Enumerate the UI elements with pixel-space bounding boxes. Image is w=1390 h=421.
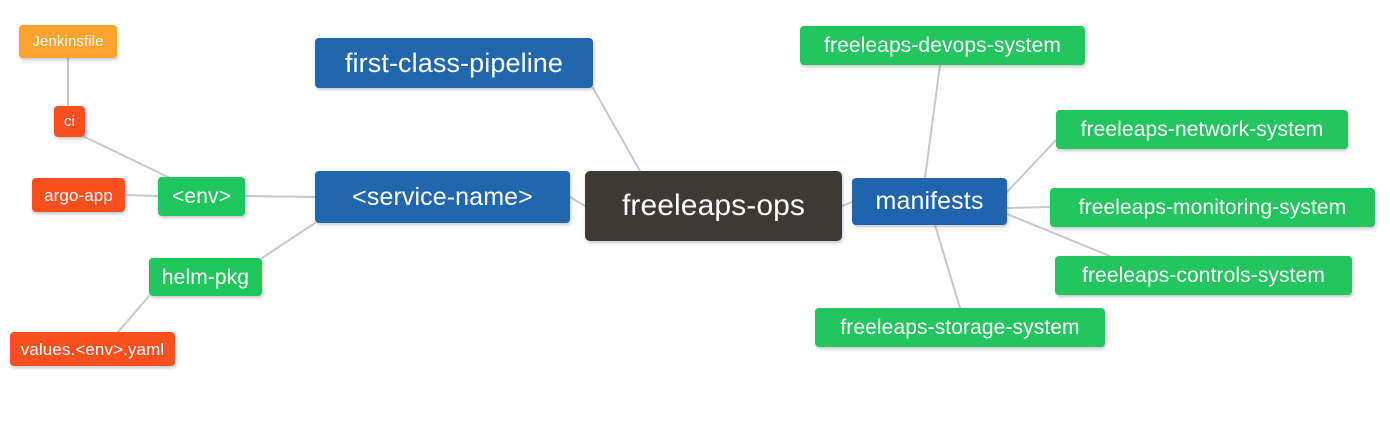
edge-service-name-to-env — [244, 195, 316, 198]
node-label: freeleaps-devops-system — [824, 34, 1061, 57]
node-freeleaps-network-system[interactable]: freeleaps-network-system — [1056, 110, 1348, 149]
node-values-env-yaml[interactable]: values.<env>.yaml — [10, 332, 175, 366]
node-label: first-class-pipeline — [344, 47, 564, 78]
edge-helm-pkg-to-values-env-yaml — [117, 295, 150, 333]
edge-env-to-ci — [84, 136, 169, 178]
edge-root-to-manifests — [841, 201, 853, 207]
node-freeleaps-monitoring-system[interactable]: freeleaps-monitoring-system — [1050, 188, 1375, 227]
node-freeleaps-devops-system[interactable]: freeleaps-devops-system — [800, 26, 1085, 65]
node-ci[interactable]: ci — [54, 106, 85, 137]
node-label: <env> — [172, 185, 231, 208]
node-label: freeleaps-monitoring-system — [1078, 196, 1347, 219]
node-freeleaps-storage-system[interactable]: freeleaps-storage-system — [815, 308, 1105, 347]
node-label: ci — [63, 113, 76, 130]
node-label: freeleaps-ops — [621, 189, 806, 222]
node-label: freeleaps-controls-system — [1082, 264, 1325, 287]
node-helm-pkg[interactable]: helm-pkg — [149, 258, 262, 296]
node-service-name[interactable]: <service-name> — [315, 171, 570, 223]
edge-root-to-first-class-pipeline — [592, 87, 641, 172]
node-label: <service-name> — [352, 182, 533, 211]
node-label: freeleaps-network-system — [1080, 118, 1324, 141]
node-label: freeleaps-storage-system — [840, 316, 1080, 339]
node-label: Jenkinsfile — [32, 33, 104, 50]
node-jenkinsfile[interactable]: Jenkinsfile — [19, 25, 117, 58]
node-first-class-pipeline[interactable]: first-class-pipeline — [315, 38, 593, 88]
node-root[interactable]: freeleaps-ops — [585, 171, 842, 241]
edge-root-to-service-name — [569, 196, 586, 207]
edge-service-name-to-helm-pkg — [261, 222, 316, 259]
edge-manifests-to-freeleaps-storage-system — [934, 224, 961, 309]
edge-manifests-to-freeleaps-devops-system — [924, 64, 941, 179]
node-freeleaps-controls-system[interactable]: freeleaps-controls-system — [1055, 256, 1352, 295]
node-label: argo-app — [44, 185, 113, 205]
edge-env-to-argo-app — [124, 194, 159, 197]
node-argo-app[interactable]: argo-app — [32, 178, 125, 212]
node-manifests[interactable]: manifests — [852, 178, 1007, 225]
node-env[interactable]: <env> — [158, 177, 245, 216]
node-label: values.<env>.yaml — [20, 339, 165, 359]
node-label: helm-pkg — [161, 265, 250, 289]
edge-manifests-to-freeleaps-monitoring-system — [1006, 206, 1051, 209]
node-label: manifests — [875, 187, 984, 215]
edge-manifests-to-freeleaps-network-system — [1006, 139, 1057, 193]
